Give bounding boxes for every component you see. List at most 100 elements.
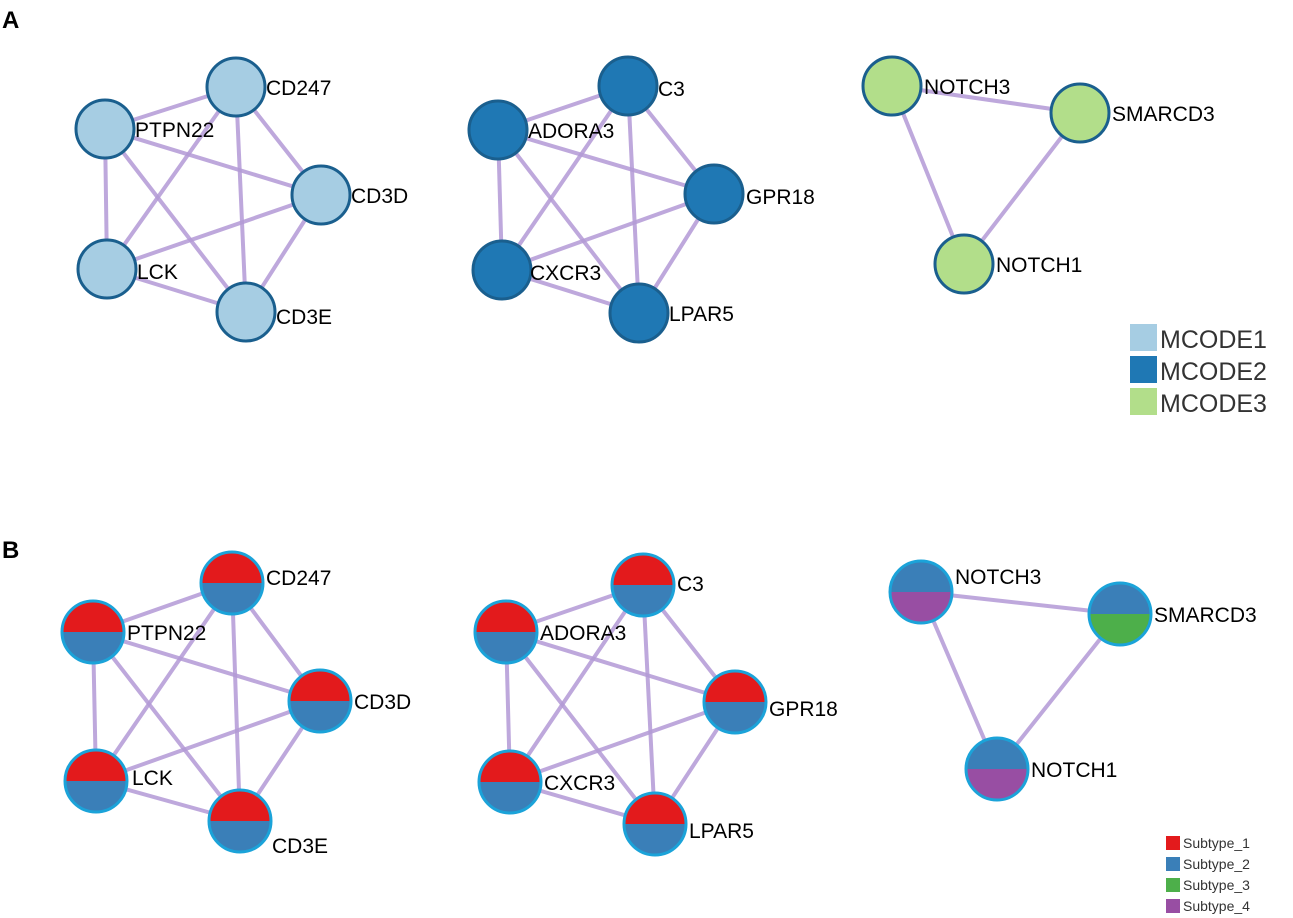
node-lpar5 xyxy=(608,282,670,344)
node-b-adora3-border xyxy=(473,599,539,665)
panel-a-label: A xyxy=(2,7,19,34)
legend-label-subtype_2: Subtype_2 xyxy=(1183,856,1250,872)
node-b-cd3d-border xyxy=(287,668,353,734)
node-cd3d xyxy=(290,164,352,226)
panel-b-networks: PTPN22CD247CD3DCD3ELCKADORA3C3GPR18LPAR5… xyxy=(60,550,1257,858)
edge-b-c3-cxcr3 xyxy=(508,583,645,784)
node-label-cd3d: CD3D xyxy=(351,185,408,208)
node-b-label-adora3: ADORA3 xyxy=(540,622,626,645)
node-b-label-c3: C3 xyxy=(677,573,704,596)
node-b-adora3-bottom-half xyxy=(475,632,537,663)
edge-b-cd247-cd3e xyxy=(230,581,242,823)
edge-cd247-cd3e xyxy=(234,85,248,314)
node-cd247 xyxy=(205,56,267,118)
node-b-cd3d-top-half xyxy=(289,670,351,701)
node-b-cxcr3-bottom-half xyxy=(479,782,541,813)
node-b-label-gpr18: GPR18 xyxy=(769,698,838,721)
node-b-lpar5-top-half xyxy=(624,793,686,824)
node-b-smarcd3 xyxy=(1087,581,1153,647)
node-cd3e xyxy=(215,281,277,343)
panel-b-label: B xyxy=(2,537,19,564)
edge-ptpn22-cd3d xyxy=(103,127,323,197)
node-b-label-cd3e: CD3E xyxy=(272,835,328,858)
edge-c3-lpar5 xyxy=(626,84,641,315)
edge-b-notch3-smarcd3 xyxy=(919,590,1122,616)
node-b-notch3-border xyxy=(888,559,954,625)
node-b-label-notch1: NOTCH1 xyxy=(1031,759,1117,782)
node-b-ptpn22-top-half xyxy=(62,601,124,632)
node-c3 xyxy=(597,55,659,117)
node-b-cxcr3-top-half xyxy=(479,751,541,782)
node-b-cd247 xyxy=(199,550,265,616)
legend-swatch-mcode1 xyxy=(1130,324,1157,351)
legend-label-subtype_3: Subtype_3 xyxy=(1183,877,1250,893)
node-b-cd3e xyxy=(207,788,273,854)
node-b-smarcd3-bottom-half xyxy=(1089,614,1151,645)
node-b-gpr18-border xyxy=(702,669,768,735)
node-b-cd247-bottom-half xyxy=(201,583,263,614)
edge-b-cd247-lck xyxy=(94,581,234,783)
node-b-ptpn22-bottom-half xyxy=(62,632,124,663)
node-b-lck xyxy=(63,748,129,814)
edge-cd247-lck xyxy=(105,85,238,271)
node-b-notch3 xyxy=(888,559,954,625)
node-label-cd3e: CD3E xyxy=(276,306,332,329)
edge-cd3d-lck xyxy=(105,193,323,271)
node-b-label-notch3: NOTCH3 xyxy=(955,566,1041,589)
node-b-ptpn22 xyxy=(60,599,126,665)
legend-swatch-subtype_2 xyxy=(1166,857,1180,871)
node-label-c3: C3 xyxy=(658,78,685,101)
edge-gpr18-cxcr3 xyxy=(500,192,716,272)
node-b-notch1-bottom-half xyxy=(966,769,1028,800)
node-notch3 xyxy=(861,55,923,117)
node-label-notch1: NOTCH1 xyxy=(996,254,1082,277)
node-b-notch3-top-half xyxy=(890,561,952,592)
node-b-cd3e-top-half xyxy=(209,790,271,821)
node-ptpn22 xyxy=(74,98,136,160)
node-adora3 xyxy=(467,99,529,161)
edge-b-smarcd3-notch1 xyxy=(995,612,1122,771)
node-label-gpr18: GPR18 xyxy=(746,186,815,209)
legend-swatch-mcode2 xyxy=(1130,356,1157,383)
legend-label-subtype_4: Subtype_4 xyxy=(1183,898,1250,914)
node-b-smarcd3-border xyxy=(1087,581,1153,647)
legend-label-mcode2: MCODE2 xyxy=(1160,358,1267,386)
node-label-cxcr3: CXCR3 xyxy=(530,262,601,285)
node-b-label-cd3d: CD3D xyxy=(354,691,411,714)
node-notch1 xyxy=(933,233,995,295)
edge-b-ptpn22-cd3d xyxy=(91,630,322,703)
node-label-lpar5: LPAR5 xyxy=(669,303,734,326)
node-b-adora3 xyxy=(473,599,539,665)
node-b-smarcd3-top-half xyxy=(1089,583,1151,614)
node-label-cd247: CD247 xyxy=(266,77,331,100)
node-b-c3-bottom-half xyxy=(612,585,674,616)
node-b-c3 xyxy=(610,552,676,618)
node-b-cd3d-bottom-half xyxy=(289,701,351,732)
node-b-label-cxcr3: CXCR3 xyxy=(544,772,615,795)
node-label-adora3: ADORA3 xyxy=(528,120,614,143)
node-b-cd247-border xyxy=(199,550,265,616)
node-b-cxcr3-border xyxy=(477,749,543,815)
node-gpr18 xyxy=(683,163,745,225)
node-b-notch3-bottom-half xyxy=(890,592,952,623)
node-b-lpar5-bottom-half xyxy=(624,824,686,855)
edge-c3-cxcr3 xyxy=(500,84,630,272)
node-b-label-ptpn22: PTPN22 xyxy=(127,622,206,645)
node-b-gpr18-top-half xyxy=(704,671,766,702)
edge-b-adora3-lpar5 xyxy=(504,630,657,826)
edge-smarcd3-notch1 xyxy=(962,111,1082,266)
panel-a-networks: PTPN22CD247CD3DCD3ELCKADORA3C3GPR18LPAR5… xyxy=(74,55,1215,344)
edge-b-ptpn22-cd3e xyxy=(91,630,242,823)
node-b-notch1-top-half xyxy=(966,738,1028,769)
edge-b-c3-lpar5 xyxy=(641,583,657,826)
node-b-notch1 xyxy=(964,736,1030,802)
node-smarcd3 xyxy=(1049,82,1111,144)
node-label-notch3: NOTCH3 xyxy=(924,76,1010,99)
